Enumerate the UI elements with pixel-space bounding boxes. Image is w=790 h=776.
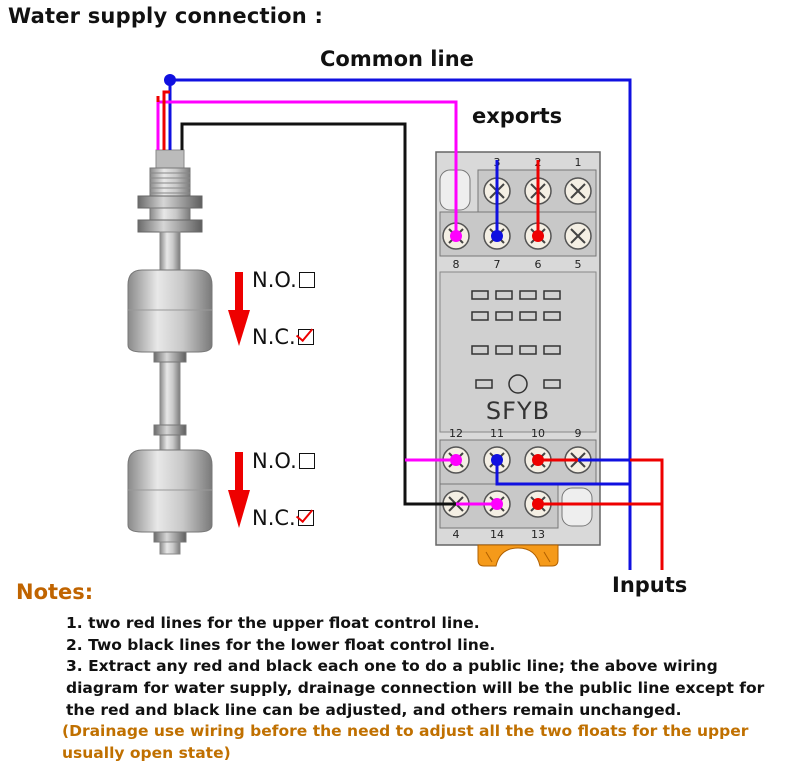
terminal-number-12: 12 bbox=[449, 427, 463, 440]
connection-dots bbox=[450, 230, 544, 510]
relay-socket bbox=[435, 151, 601, 567]
common-line-label: Common line bbox=[320, 47, 474, 71]
terminal-number-8: 8 bbox=[453, 258, 460, 271]
float-switch-sensor bbox=[127, 149, 213, 555]
terminal-number-1: 1 bbox=[575, 156, 582, 169]
common-line-wire bbox=[168, 78, 632, 570]
checkbox-checked-icon bbox=[297, 329, 314, 345]
note-3a: 3. Extract any red and black each one to… bbox=[66, 657, 718, 675]
note-3c: the red and black line can be adjusted, … bbox=[66, 701, 682, 719]
relay-brand: SFYB bbox=[486, 397, 550, 425]
terminal-number-10: 10 bbox=[531, 427, 545, 440]
red-wire-2 bbox=[162, 90, 170, 150]
terminal-number-4: 4 bbox=[453, 528, 460, 541]
lower-nc-state: N.C. bbox=[252, 506, 314, 530]
common-junction-dot bbox=[164, 74, 176, 86]
upper-float-arrow bbox=[228, 272, 250, 346]
upper-no-state: N.O. bbox=[252, 268, 315, 292]
threaded-fitting bbox=[137, 167, 203, 233]
checkbox-empty-icon bbox=[298, 272, 315, 288]
black-wire bbox=[180, 122, 456, 506]
terminal-number-9: 9 bbox=[575, 427, 582, 440]
notes-heading: Notes: bbox=[16, 580, 94, 604]
note-2: 2. Two black lines for the lower float c… bbox=[66, 636, 496, 654]
upper-nc-state: N.C. bbox=[252, 325, 314, 349]
red-wire-1 bbox=[156, 100, 458, 236]
note-4b: usually open state) bbox=[62, 744, 231, 762]
exports-label: exports bbox=[472, 104, 563, 128]
lower-float bbox=[127, 449, 213, 533]
note-1: 1. two red lines for the upper float con… bbox=[66, 614, 480, 632]
note-3b: diagram for water supply, drainage conne… bbox=[66, 679, 765, 697]
note-4a: (Drainage use wiring before the need to … bbox=[62, 722, 749, 740]
upper-no-label: N.O. bbox=[252, 268, 297, 292]
checkbox-checked-icon bbox=[297, 510, 314, 526]
terminal-number-6: 6 bbox=[535, 258, 542, 271]
terminal-number-13: 13 bbox=[531, 528, 545, 541]
common-to-terminal-11 bbox=[495, 460, 630, 486]
upper-float bbox=[127, 269, 213, 353]
terminal-number-7: 7 bbox=[494, 258, 501, 271]
screw-icon bbox=[564, 177, 592, 205]
inputs-label: Inputs bbox=[612, 573, 688, 597]
lower-no-state: N.O. bbox=[252, 449, 315, 473]
screw-icon bbox=[564, 222, 592, 250]
lower-float-arrow bbox=[228, 452, 250, 528]
terminal-number-14: 14 bbox=[490, 528, 504, 541]
terminal-number-11: 11 bbox=[490, 427, 504, 440]
upper-nc-label: N.C. bbox=[252, 325, 296, 349]
checkbox-empty-icon bbox=[298, 453, 315, 469]
page-title: Water supply connection : bbox=[8, 4, 324, 28]
terminal-number-5: 5 bbox=[575, 258, 582, 271]
wiring bbox=[156, 78, 664, 570]
lower-nc-label: N.C. bbox=[252, 506, 296, 530]
lower-no-label: N.O. bbox=[252, 449, 297, 473]
